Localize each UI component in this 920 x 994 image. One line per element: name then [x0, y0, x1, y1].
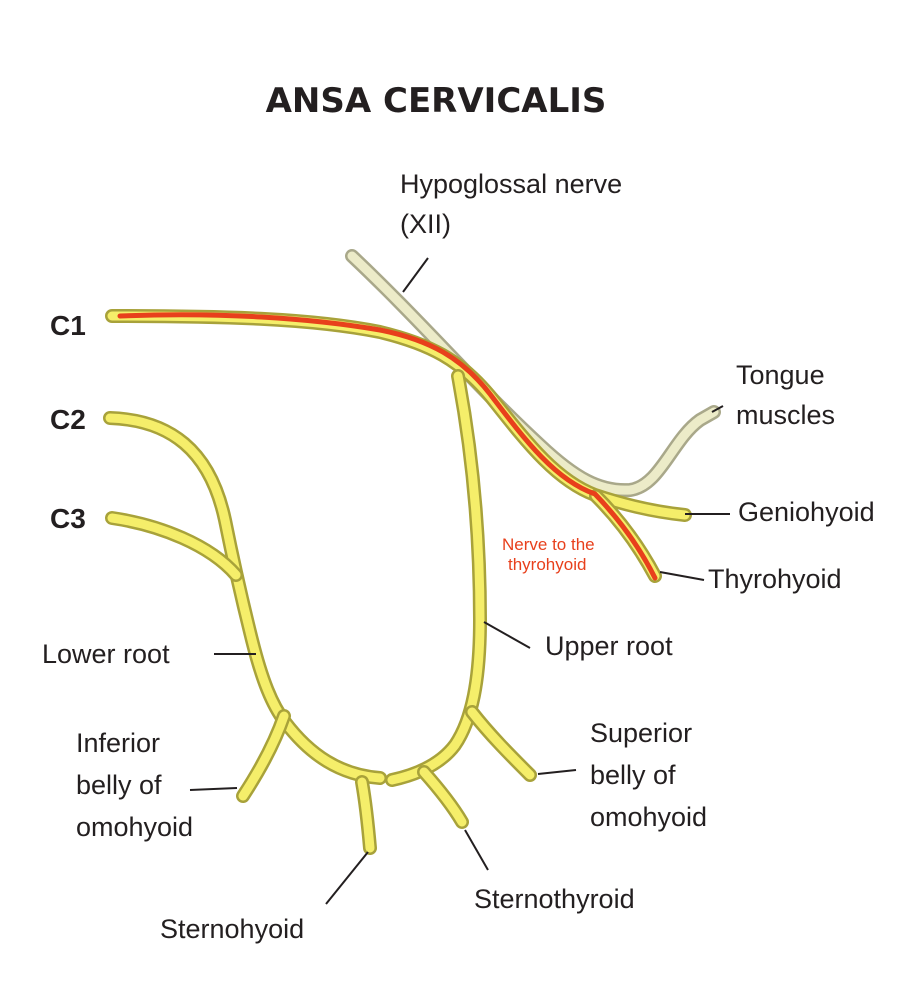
label-geniohyoid: Geniohyoid	[738, 497, 875, 527]
label-upper-root: Upper root	[545, 631, 673, 661]
label-nerve-to-thyrohyoid-line1: Nerve to the	[502, 535, 595, 554]
diagram-title: ANSA CERVICALIS	[266, 81, 607, 121]
label-superior-line3: omohyoid	[590, 802, 707, 832]
label-c3: C3	[50, 503, 86, 534]
leader-lines	[189, 257, 730, 905]
label-inferior-line1: Inferior	[76, 728, 160, 758]
label-inferior-line2: belly of	[76, 770, 162, 800]
label-tongue-line2: muscles	[736, 400, 835, 430]
label-sternothyroid: Sternothyroid	[474, 884, 635, 914]
label-superior-line1: Superior	[590, 718, 692, 748]
leader-inferior-belly	[189, 787, 238, 791]
label-hypoglossal-line2: (XII)	[400, 209, 451, 239]
label-superior-line2: belly of	[590, 760, 676, 790]
leader-hypoglossal	[402, 257, 429, 293]
nerve-to-thyrohyoid-path	[117, 312, 658, 581]
leader-sternothyroid	[464, 829, 489, 871]
leader-superior-belly	[537, 769, 577, 775]
label-tongue-line1: Tongue	[736, 360, 825, 390]
label-hypoglossal-line1: Hypoglossal nerve	[400, 169, 622, 199]
label-thyrohyoid: Thyrohyoid	[708, 564, 842, 594]
label-sternohyoid: Sternohyoid	[160, 914, 304, 944]
leader-tongue	[711, 405, 724, 413]
label-lower-root: Lower root	[42, 639, 170, 669]
leader-sternohyoid	[325, 851, 369, 905]
leader-upper-root	[483, 621, 531, 649]
label-c2: C2	[50, 404, 86, 435]
label-nerve-to-thyrohyoid-line2: thyrohyoid	[508, 555, 586, 574]
label-c1: C1	[50, 310, 86, 341]
labels: Hypoglossal nerve (XII) C1 C2 C3 Tongue …	[42, 169, 875, 944]
label-inferior-line3: omohyoid	[76, 812, 193, 842]
leader-thyrohyoid	[659, 571, 705, 581]
hypoglossal-nerve	[345, 249, 721, 498]
